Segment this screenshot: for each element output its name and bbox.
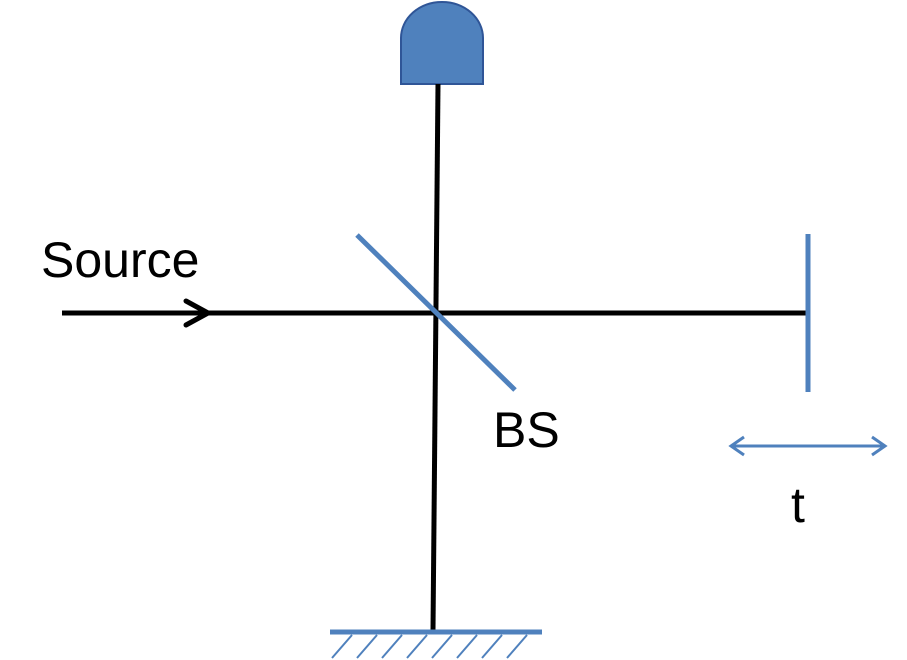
hatch-line xyxy=(406,634,428,659)
hatch-line xyxy=(456,634,478,659)
beam-splitter-label: BS xyxy=(493,402,560,458)
hatch-line xyxy=(356,634,378,659)
hatch-line xyxy=(331,634,353,659)
detector-icon xyxy=(400,1,484,85)
double-arrow-icon xyxy=(728,435,888,457)
hatch-line xyxy=(431,634,453,659)
hatch-line xyxy=(481,634,503,659)
hatch-line xyxy=(506,634,528,659)
beam-splitter-icon xyxy=(355,233,517,392)
vertical-beam xyxy=(430,83,441,631)
fixed-mirror-icon xyxy=(330,629,542,659)
hatch-line xyxy=(381,634,403,659)
source-label: Source xyxy=(41,232,199,288)
arrow-right-icon xyxy=(183,298,211,328)
translation-label: t xyxy=(791,477,805,533)
